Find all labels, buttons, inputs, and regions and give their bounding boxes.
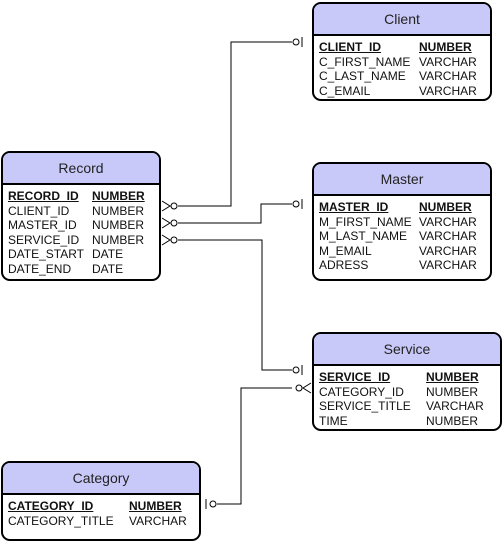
field-type: NUMBER [129, 499, 182, 513]
field-type: VARCHAR [419, 214, 477, 229]
field-list: CATEGORY_ID NUMBER CATEGORY_TITLE VARCHA… [3, 495, 199, 528]
field-name: MASTER_ID [8, 218, 77, 233]
entity-title: Record [3, 153, 159, 185]
entity-master[interactable]: Master MASTER_ID NUMBER M_FIRST_NAME VAR… [312, 162, 492, 281]
field-name: SERVICE_ID [8, 232, 80, 247]
field-name: ADRESS [319, 258, 369, 273]
field-row: CATEGORY_TITLE VARCHAR [8, 514, 199, 529]
field-type: DATE [92, 261, 124, 276]
field-list: SERVICE_ID NUMBER CATEGORY_ID NUMBER SER… [314, 366, 500, 428]
entity-service[interactable]: Service SERVICE_ID NUMBER CATEGORY_ID NU… [312, 332, 502, 431]
field-row: CATEGORY_ID NUMBER [319, 385, 500, 400]
field-type: VARCHAR [419, 83, 477, 98]
field-type: NUMBER [426, 370, 479, 384]
entity-title: Master [314, 164, 490, 196]
field-name: M_LAST_NAME [319, 229, 408, 244]
field-row: M_LAST_NAME VARCHAR [319, 229, 490, 244]
field-row: M_EMAIL VARCHAR [319, 244, 490, 259]
field-name: CATEGORY_TITLE [8, 513, 114, 528]
field-name: CLIENT_ID [319, 40, 382, 54]
field-row: M_FIRST_NAME VARCHAR [319, 215, 490, 230]
field-row: C_LAST_NAME VARCHAR [319, 69, 490, 84]
field-name: CATEGORY_ID [8, 499, 94, 513]
field-name: M_FIRST_NAME [319, 214, 412, 229]
field-row: SERVICE_TITLE VARCHAR [319, 399, 500, 414]
field-list: CLIENT_ID NUMBER C_FIRST_NAME VARCHAR C_… [314, 36, 490, 98]
field-type: NUMBER [426, 413, 479, 428]
field-name: SERVICE_ID [319, 370, 391, 384]
field-name: DATE_START [8, 247, 85, 262]
entity-title: Category [3, 463, 199, 495]
entity-record[interactable]: Record RECORD_ID NUMBER CLIENT_ID NUMBER… [1, 151, 161, 281]
entity-category[interactable]: Category CATEGORY_ID NUMBER CATEGORY_TIT… [1, 461, 201, 541]
field-name: RECORD_ID [8, 189, 79, 203]
field-type: VARCHAR [419, 54, 477, 69]
field-row: C_FIRST_NAME VARCHAR [319, 55, 490, 70]
field-type: NUMBER [92, 218, 145, 233]
relationship-service-category [205, 382, 312, 509]
field-type: VARCHAR [419, 69, 477, 84]
field-type: NUMBER [92, 232, 145, 247]
field-name: CLIENT_ID [8, 203, 70, 218]
field-row: MASTER_ID NUMBER [8, 218, 159, 233]
field-row: DATE_END DATE [8, 262, 159, 277]
relationship-record-service [161, 234, 303, 375]
field-type: VARCHAR [419, 258, 477, 273]
field-name: MASTER_ID [319, 200, 389, 214]
entity-title: Client [314, 4, 490, 36]
primary-key-row: SERVICE_ID NUMBER [319, 370, 500, 385]
primary-key-row: RECORD_ID NUMBER [8, 189, 159, 204]
field-name: C_EMAIL [319, 83, 371, 98]
field-name: DATE_END [8, 261, 72, 276]
field-name: TIME [319, 413, 348, 428]
field-name: CATEGORY_ID [319, 384, 404, 399]
field-row: TIME NUMBER [319, 414, 500, 429]
entity-client[interactable]: Client CLIENT_ID NUMBER C_FIRST_NAME VAR… [312, 2, 492, 101]
field-row: CLIENT_ID NUMBER [8, 204, 159, 219]
relationship-record-master [161, 199, 303, 229]
field-type: NUMBER [419, 40, 472, 54]
primary-key-row: CATEGORY_ID NUMBER [8, 499, 199, 514]
primary-key-row: CLIENT_ID NUMBER [319, 40, 490, 55]
field-list: MASTER_ID NUMBER M_FIRST_NAME VARCHAR M_… [314, 196, 490, 273]
field-list: RECORD_ID NUMBER CLIENT_ID NUMBER MASTER… [3, 185, 159, 277]
field-row: ADRESS VARCHAR [319, 258, 490, 273]
field-row: SERVICE_ID NUMBER [8, 233, 159, 248]
field-name: C_LAST_NAME [319, 69, 406, 84]
field-type: VARCHAR [129, 513, 187, 528]
field-row: C_EMAIL VARCHAR [319, 84, 490, 99]
field-type: VARCHAR [426, 399, 484, 414]
field-type: VARCHAR [419, 243, 477, 258]
primary-key-row: MASTER_ID NUMBER [319, 200, 490, 215]
field-row: DATE_START DATE [8, 247, 159, 262]
field-type: NUMBER [419, 200, 472, 214]
field-type: NUMBER [92, 203, 145, 218]
field-name: M_EMAIL [319, 243, 372, 258]
relationship-record-client [161, 37, 303, 212]
field-type: NUMBER [92, 189, 145, 203]
field-type: VARCHAR [419, 229, 477, 244]
field-name: SERVICE_TITLE [319, 399, 411, 414]
field-type: NUMBER [426, 384, 479, 399]
entity-title: Service [314, 334, 500, 366]
field-name: C_FIRST_NAME [319, 54, 411, 69]
field-type: DATE [92, 247, 124, 262]
